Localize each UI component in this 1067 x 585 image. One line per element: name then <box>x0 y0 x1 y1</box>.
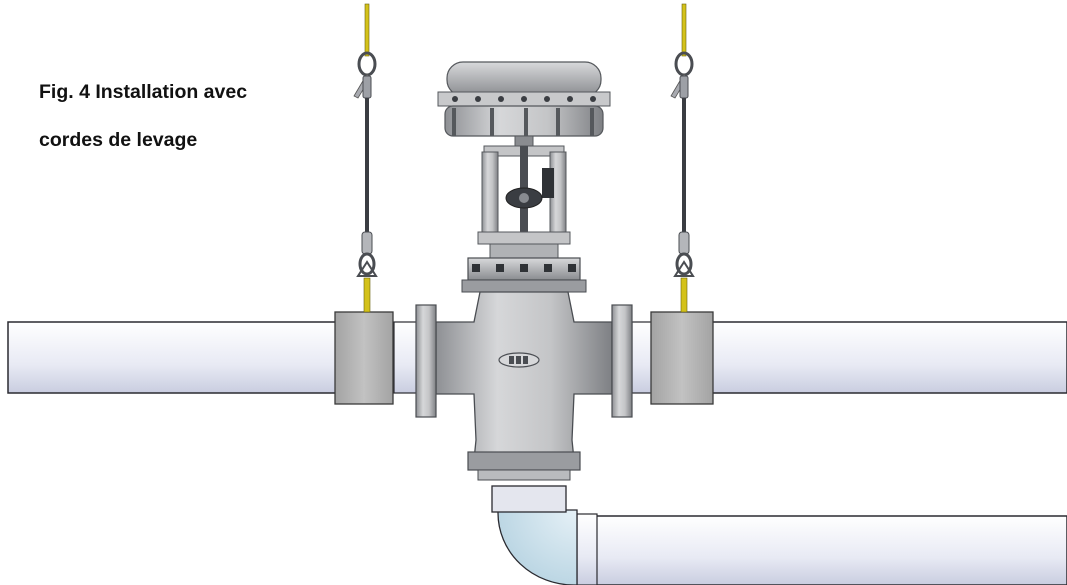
pipe-right <box>711 321 1067 394</box>
lifting-sling-right <box>670 3 695 313</box>
control-valve <box>415 61 633 481</box>
pipe-left <box>7 321 339 394</box>
valve-yoke <box>477 145 571 245</box>
pipe-elbow <box>497 509 578 585</box>
valve-bonnet <box>461 243 587 293</box>
pipe-bottom <box>576 513 1067 585</box>
caption-line-2: cordes de levage <box>39 129 198 151</box>
caption-line-1: Fig. 4 Installation avec <box>39 81 248 103</box>
elbow-collar <box>491 485 567 513</box>
valve-actuator <box>437 61 611 147</box>
lifting-sling-left <box>353 3 378 313</box>
pipe-stub-right <box>631 321 653 394</box>
lifting-clamp-right <box>650 311 714 405</box>
figure-caption: Fig. 4 Installation avec cordes de levag… <box>39 68 339 164</box>
pipe-stub-left <box>393 321 419 394</box>
manufacturer-logo-icon <box>498 352 540 368</box>
lifting-clamp-left <box>334 311 394 405</box>
valve-body <box>415 291 633 481</box>
